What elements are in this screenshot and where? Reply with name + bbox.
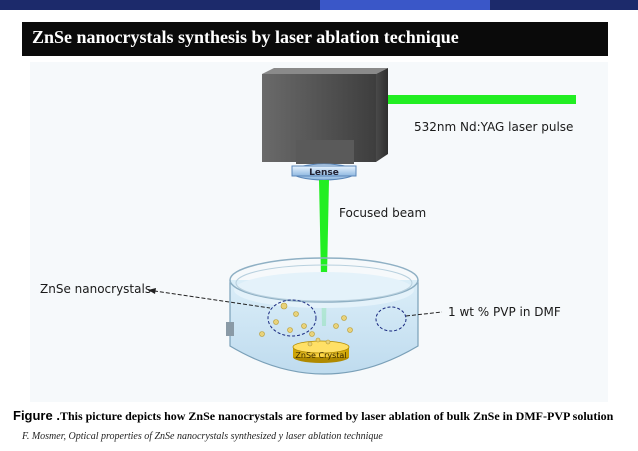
caption-text: This picture depicts how ZnSe nanocrysta… <box>59 409 614 423</box>
laser-pulse-beam <box>388 95 576 104</box>
laser-pulse-label: 532nm Nd:YAG laser pulse <box>414 120 574 134</box>
caption-lead: Figure . <box>13 408 60 423</box>
focused-beam-label: Focused beam <box>339 206 427 220</box>
slide-title: ZnSe nanocrystals synthesis by laser abl… <box>32 27 459 47</box>
solution-label: 1 wt % PVP in DMF <box>448 305 561 319</box>
lens: Lense <box>291 163 357 181</box>
laser-head-box <box>262 68 388 164</box>
nanocrystals-callout-ring <box>267 299 317 337</box>
solution-callout-ring <box>375 306 407 332</box>
top-color-strip <box>0 0 638 10</box>
figure-caption: Figure .This picture depicts how ZnSe na… <box>13 408 613 424</box>
solution-leader-line <box>405 311 443 317</box>
nanocrystals-leader-line <box>147 289 271 309</box>
title-bar: ZnSe nanocrystals synthesis by laser abl… <box>22 22 608 56</box>
nanoparticles <box>259 302 353 347</box>
nanocrystals-label: ZnSe nanocrystals <box>40 282 152 296</box>
lens-label: Lense <box>309 168 339 178</box>
caption-credit: F. Mosmer, Optical properties of ZnSe na… <box>22 431 383 442</box>
znse-crystal: ZnSe Crystal <box>292 340 350 363</box>
crystal-label: ZnSe Crystal <box>295 351 346 360</box>
beaker <box>226 257 419 375</box>
